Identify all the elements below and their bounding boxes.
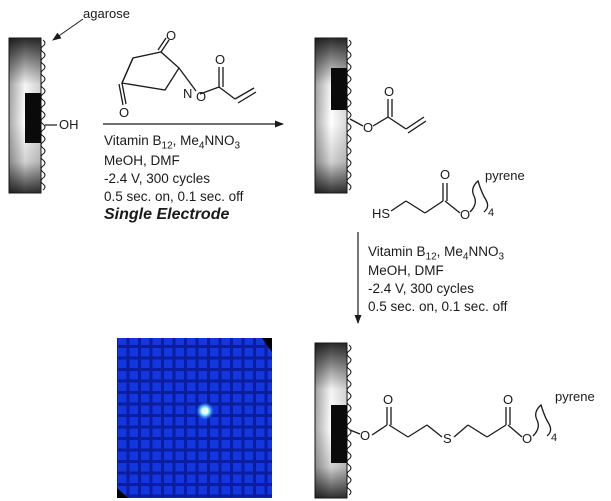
pyrene-label-product: pyrene [555, 389, 595, 404]
subscript-4-product: 4 [551, 432, 557, 444]
atom-o-thiol-carbonyl: O [440, 167, 450, 182]
subscript-4-reagent: 4 [488, 207, 494, 219]
atom-o-product-carbonyl-2: O [503, 392, 513, 407]
atom-s: S [443, 431, 452, 446]
step1-single-electrode: Single Electrode [104, 206, 230, 223]
atom-n: N [183, 86, 192, 101]
fluorescence-micrograph [117, 338, 272, 498]
step2-pulse: 0.5 sec. on, 0.1 sec. off [368, 299, 508, 314]
agarose-pointer [52, 18, 84, 41]
atom-o-carbonyl-top: O [166, 28, 176, 43]
step2-voltage: -2.4 V, 300 cycles [368, 281, 475, 296]
pyrene-thiol-structure [390, 179, 489, 214]
atom-o-carbonyl-bottom: O [119, 105, 129, 120]
nhs-acrylate-structure [118, 37, 257, 106]
atom-o-surface-carbonyl: O [384, 84, 394, 99]
step2-reagents: Vitamin B12, Me4NNO3 [368, 244, 505, 263]
electrode-product [314, 342, 552, 499]
step1-pulse: 0.5 sec. on, 0.1 sec. off [104, 189, 244, 204]
step1-voltage: -2.4 V, 300 cycles [104, 171, 211, 186]
step1-reagents: Vitamin B12, Me4NNO3 [104, 133, 241, 152]
atom-o-acryl-carbonyl: O [215, 52, 225, 67]
step1-solvent: MeOH, DMF [104, 153, 180, 168]
atom-o-product-link: O [360, 428, 370, 443]
electrode-start [8, 37, 57, 194]
atom-o-product-carbonyl-1: O [383, 392, 393, 407]
oh-label: OH [59, 117, 79, 132]
agarose-label: agarose [83, 6, 130, 21]
atom-hs: HS [372, 206, 390, 221]
atom-o-nhs-link: O [196, 89, 206, 104]
step2-solvent: MeOH, DMF [368, 263, 444, 278]
atom-o-thiol-ester: O [460, 207, 470, 222]
atom-o-surface-link: O [363, 120, 373, 135]
atom-o-product-ester: O [522, 431, 532, 446]
pyrene-label-reagent: pyrene [485, 168, 525, 183]
electrode-acrylate [314, 37, 427, 194]
